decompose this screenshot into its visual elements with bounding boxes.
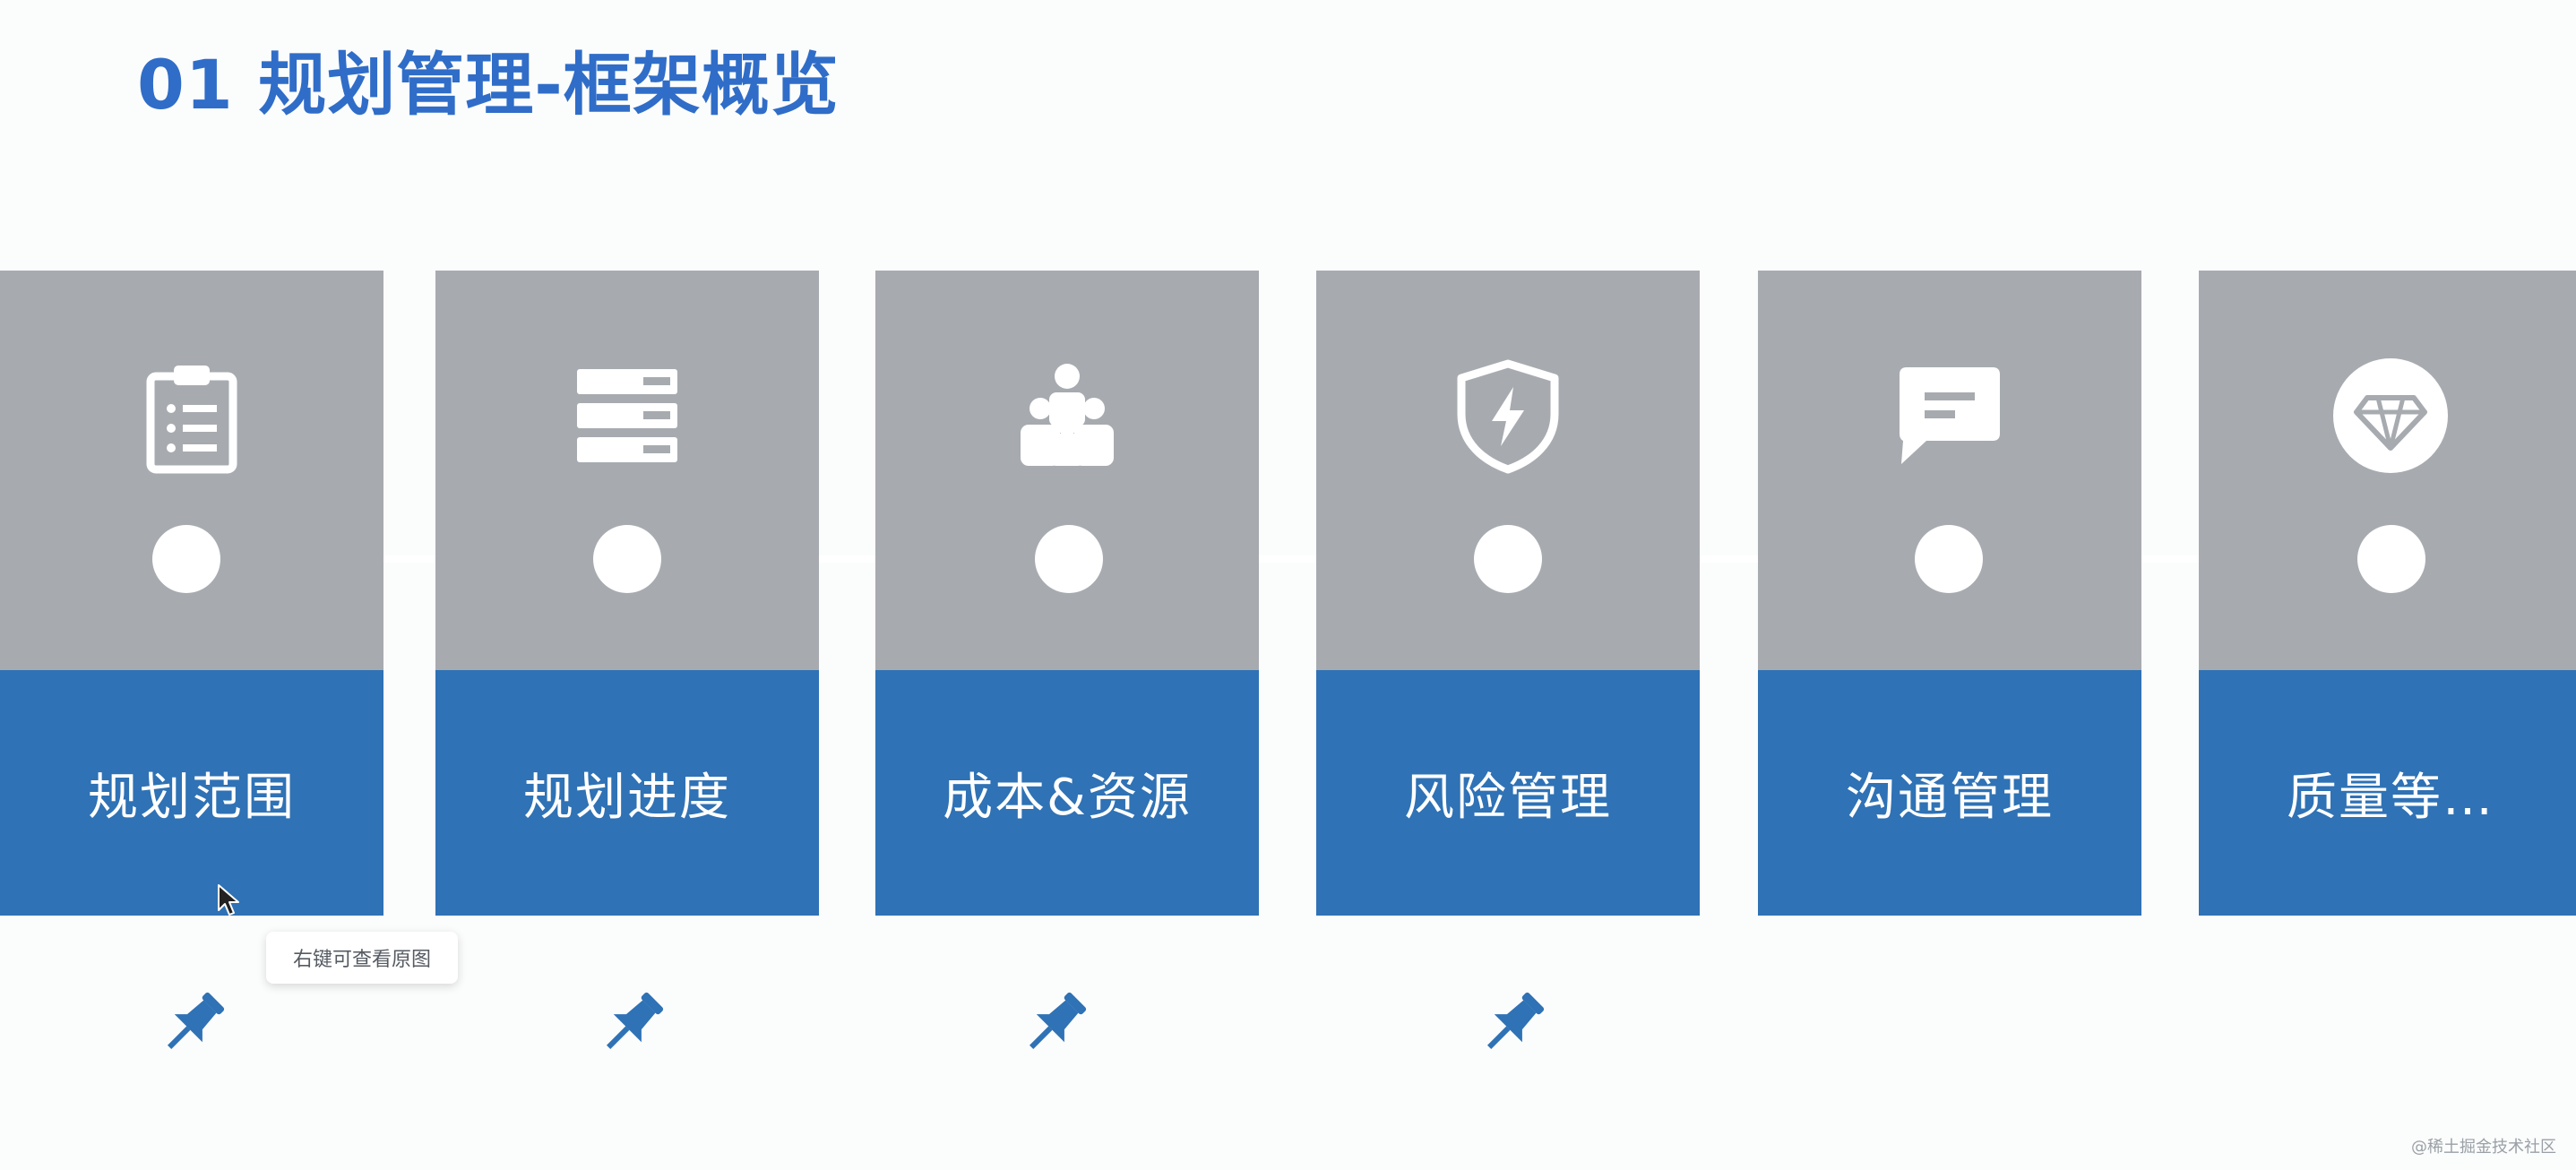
watermark: @稀土掘金技术社区 — [2411, 1138, 2556, 1157]
server-stack-icon — [568, 357, 686, 475]
card-label: 风险管理 — [1316, 670, 1700, 916]
team-icon — [1008, 357, 1126, 475]
card-top-panel — [875, 271, 1259, 670]
card-quality[interactable]: 质量等… — [2199, 271, 2576, 916]
timeline-node — [152, 525, 220, 593]
card-top-panel — [1758, 271, 2141, 670]
clipboard-icon — [133, 357, 251, 475]
card-top-panel — [2199, 271, 2576, 670]
card-communication-management[interactable]: 沟通管理 — [1758, 271, 2141, 916]
card-top-panel — [0, 271, 383, 670]
card-cost-resources[interactable]: 成本&资源 — [875, 271, 1259, 916]
card-planning-scope[interactable]: 规划范围 — [0, 271, 383, 916]
card-label: 沟通管理 — [1758, 670, 2141, 916]
timeline-line — [0, 555, 2576, 563]
timeline-node — [1035, 525, 1103, 593]
context-tooltip: 右键可查看原图 — [266, 932, 458, 984]
shield-bolt-icon — [1449, 357, 1567, 475]
card-label: 规划进度 — [435, 670, 819, 916]
card-top-panel — [1316, 271, 1700, 670]
timeline-node — [1915, 525, 1983, 593]
timeline-node — [1474, 525, 1542, 593]
pin-icon[interactable] — [1474, 984, 1553, 1062]
card-label: 成本&资源 — [875, 670, 1259, 916]
card-planning-schedule[interactable]: 规划进度 — [435, 271, 819, 916]
slide-title: 01 规划管理-框架概览 — [137, 45, 840, 125]
card-label: 规划范围 — [0, 670, 383, 916]
card-top-panel — [435, 271, 819, 670]
pin-icon[interactable] — [593, 984, 672, 1062]
timeline-node — [593, 525, 661, 593]
mouse-cursor-icon — [217, 883, 240, 917]
timeline-node — [2357, 525, 2425, 593]
card-risk-management[interactable]: 风险管理 — [1316, 271, 1700, 916]
pin-icon[interactable] — [1016, 984, 1095, 1062]
card-label: 质量等… — [2199, 670, 2576, 916]
diamond-icon — [2331, 357, 2450, 475]
chat-bubble-icon — [1891, 357, 2009, 475]
pin-icon[interactable] — [154, 984, 233, 1062]
